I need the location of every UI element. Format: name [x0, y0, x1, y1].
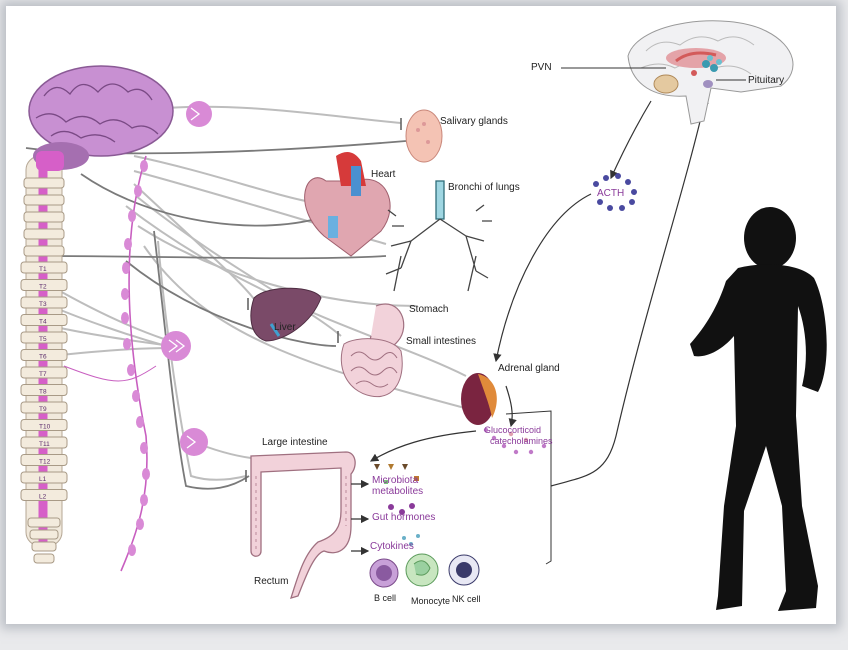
- chain-ganglion: [134, 185, 142, 197]
- vertebra-cervical: [24, 178, 64, 188]
- chain-ganglion: [140, 160, 148, 172]
- label-pvn: PVN: [531, 62, 552, 74]
- vertebra-label: T6: [39, 354, 47, 361]
- vertebra-label: T2: [39, 284, 47, 291]
- vertebra-label: T12: [39, 459, 51, 466]
- lungs-icon: [386, 181, 492, 291]
- chain-ganglion: [123, 338, 131, 350]
- vertebra-label: T9: [39, 406, 47, 413]
- chain-ganglion: [121, 288, 129, 300]
- chain-ganglion: [140, 442, 148, 454]
- label-gut-hormones: Gut hormones: [372, 512, 435, 524]
- vertebra-cervical: [24, 212, 64, 222]
- heart-icon: [305, 152, 390, 256]
- runner-silhouette-icon: [690, 207, 827, 611]
- brain-icon: [29, 66, 173, 171]
- label-pituitary: Pituitary: [748, 75, 784, 87]
- vertebra-label: T11: [39, 441, 50, 448]
- chain-ganglion: [128, 544, 136, 556]
- chain-ganglion: [136, 518, 144, 530]
- label-cytokines: Cytokines: [370, 541, 414, 553]
- label-small-intestines: Small intestines: [406, 336, 476, 348]
- label-liver: Liver: [274, 322, 296, 334]
- salivary-gland-icon: [406, 110, 442, 162]
- label-rectum: Rectum: [254, 576, 288, 588]
- label-monocyte: Monocyte: [411, 595, 450, 607]
- vertebra-label: T10: [39, 424, 51, 431]
- label-stomach: Stomach: [409, 304, 448, 316]
- brain-section-icon: [561, 21, 793, 124]
- vertebra-label: T7: [39, 371, 47, 378]
- small-intestine-icon: [341, 339, 402, 397]
- vertebra-label: L1: [39, 476, 47, 483]
- vertebra-label: L2: [39, 494, 47, 501]
- chain-ganglion: [128, 210, 136, 222]
- b-cell-icon: [370, 559, 398, 587]
- nk-cell-icon: [449, 555, 479, 585]
- label-acth: ACTH: [597, 188, 624, 200]
- chain-ganglion: [124, 238, 132, 250]
- label-salivary-glands: Salivary glands: [440, 116, 508, 128]
- chain-ganglion: [140, 494, 148, 506]
- vertebra-cervical: [24, 246, 64, 256]
- chain-ganglion: [136, 416, 144, 428]
- ganglia: [161, 101, 212, 456]
- vertebra-label: T5: [39, 336, 47, 343]
- label-large-intestine: Large intestine: [262, 437, 328, 449]
- adrenal-gland-icon: [461, 373, 497, 425]
- label-heart: Heart: [371, 169, 395, 181]
- chain-ganglion: [142, 468, 150, 480]
- vertebra-sacral: [28, 518, 60, 527]
- monocyte-icon: [406, 554, 438, 586]
- label-metabolites: metabolites: [372, 486, 423, 498]
- label-b-cell: B cell: [374, 592, 396, 604]
- vertebra-label: T1: [39, 266, 47, 273]
- vertebra-label: T8: [39, 389, 47, 396]
- label-bronchi: Bronchi of lungs: [448, 182, 520, 194]
- label-catecholamines: catecholamines: [490, 435, 553, 447]
- chain-ganglion: [121, 312, 129, 324]
- vertebra-label: T4: [39, 319, 47, 326]
- vertebra-sacral: [32, 542, 56, 551]
- chain-ganglion: [132, 390, 140, 402]
- chain-ganglion: [122, 262, 130, 274]
- vertebra-sacral: [34, 554, 54, 563]
- chain-ganglion: [127, 364, 135, 376]
- vertebra-cervical: [24, 229, 64, 239]
- vertebra-label: T3: [39, 301, 47, 308]
- label-nk-cell: NK cell: [452, 593, 481, 605]
- vertebra-sacral: [30, 530, 58, 539]
- vertebra-cervical: [24, 195, 64, 205]
- label-adrenal-gland: Adrenal gland: [498, 363, 560, 375]
